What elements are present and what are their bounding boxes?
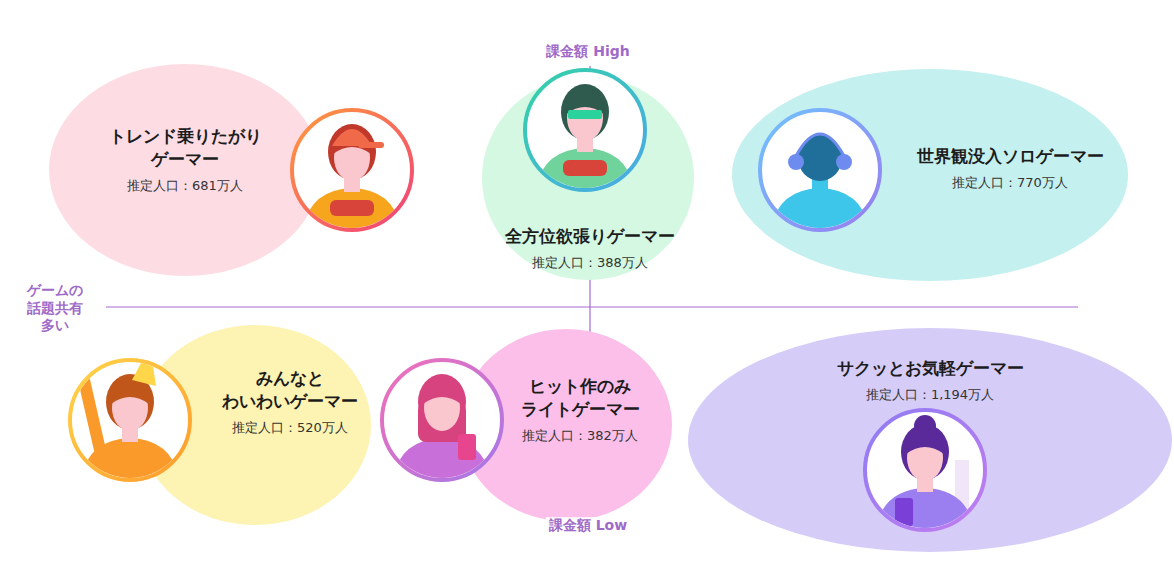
avatar-ring [70, 360, 190, 480]
ellipse-outline [732, 69, 1128, 281]
avatar-ring [525, 70, 645, 190]
ellipse-fill [732, 69, 1128, 281]
segment-ellipse: サクッとお気軽ゲーマー推定人口：1,194万人 [688, 328, 1172, 552]
text-block: ヒット作のみ ライトゲーマー推定人口：382万人 [521, 375, 640, 445]
axis-label: 課金額 Low [546, 517, 630, 535]
ellipse-fill [688, 328, 1172, 552]
ellipse-fill [139, 325, 371, 525]
avatar-part [330, 200, 374, 216]
ellipse-outline [482, 76, 694, 280]
segment-name: みんなと わいわいゲーマー [222, 367, 358, 413]
avatar-ground [525, 70, 645, 190]
avatar-part [836, 154, 852, 170]
segment-name: サクッとお気軽ゲーマー [837, 357, 1024, 380]
population-text: 推定人口：382万人 [522, 427, 638, 445]
segment-name: トレンド乗りたがり ゲーマー [109, 125, 262, 171]
avatar-ring [382, 360, 502, 480]
axis-label: ゲームの 話題共有 多い [24, 282, 86, 335]
segment-ellipse: みんなと わいわいゲーマー推定人口：520万人 [139, 325, 371, 525]
avatar-part [328, 124, 376, 180]
avatar-part [84, 380, 100, 450]
text-block: トレンド乗りたがり ゲーマー推定人口：681万人 [109, 125, 262, 195]
text-block: 全方位欲張りゲーマー推定人口：388万人 [505, 225, 675, 272]
population-text: 推定人口：770万人 [952, 173, 1068, 191]
avatar-body [302, 188, 402, 240]
population-text: 推定人口：681万人 [127, 177, 243, 195]
horizontal-axis [106, 306, 1078, 307]
segment-name: ヒット作のみ ライトゲーマー [521, 375, 640, 421]
avatar-part [561, 84, 609, 140]
avatar-part [788, 154, 804, 170]
ellipse-fill [49, 64, 321, 276]
segment-name: 全方位欲張りゲーマー [505, 225, 675, 248]
avatar-part [458, 434, 476, 460]
population-text: 推定人口：1,194万人 [866, 385, 994, 403]
avatar-part [914, 415, 936, 437]
avatar-ring [292, 110, 412, 230]
avatar-ring [760, 110, 880, 230]
segment-name: 世界観没入ソロゲーマー [917, 145, 1104, 168]
avatar-ring [865, 410, 985, 530]
avatar-part [358, 142, 384, 148]
segment-ellipse: ヒット作のみ ライトゲーマー推定人口：382万人 [460, 329, 672, 521]
avatar-part [568, 110, 602, 119]
axis-label: 課金額 High [543, 43, 632, 61]
segment-ellipse: トレンド乗りたがり ゲーマー推定人口：681万人 [49, 64, 321, 276]
ellipse-outline [49, 64, 321, 276]
text-block: 世界観没入ソロゲーマー推定人口：770万人 [917, 145, 1104, 192]
ellipse-fill [460, 329, 672, 521]
text-block: みんなと わいわいゲーマー推定人口：520万人 [222, 367, 358, 437]
avatar-ground [292, 110, 412, 230]
avatar-part [563, 160, 607, 176]
avatar-icon [292, 110, 412, 240]
segment-ellipse: 全方位欲張りゲーマー推定人口：388万人 [482, 76, 694, 280]
segment-ellipse: 世界観没入ソロゲーマー推定人口：770万人 [732, 69, 1128, 281]
avatar-part [302, 124, 402, 240]
ellipse-outline [460, 329, 672, 521]
avatar-part [423, 381, 461, 404]
avatar-part [796, 134, 844, 156]
text-block: サクッとお気軽ゲーマー推定人口：1,194万人 [837, 357, 1024, 404]
population-text: 推定人口：388万人 [532, 253, 648, 271]
ellipse-fill [482, 76, 694, 280]
avatar-body [392, 438, 492, 490]
avatar-part [111, 381, 149, 404]
population-text: 推定人口：520万人 [232, 419, 348, 437]
